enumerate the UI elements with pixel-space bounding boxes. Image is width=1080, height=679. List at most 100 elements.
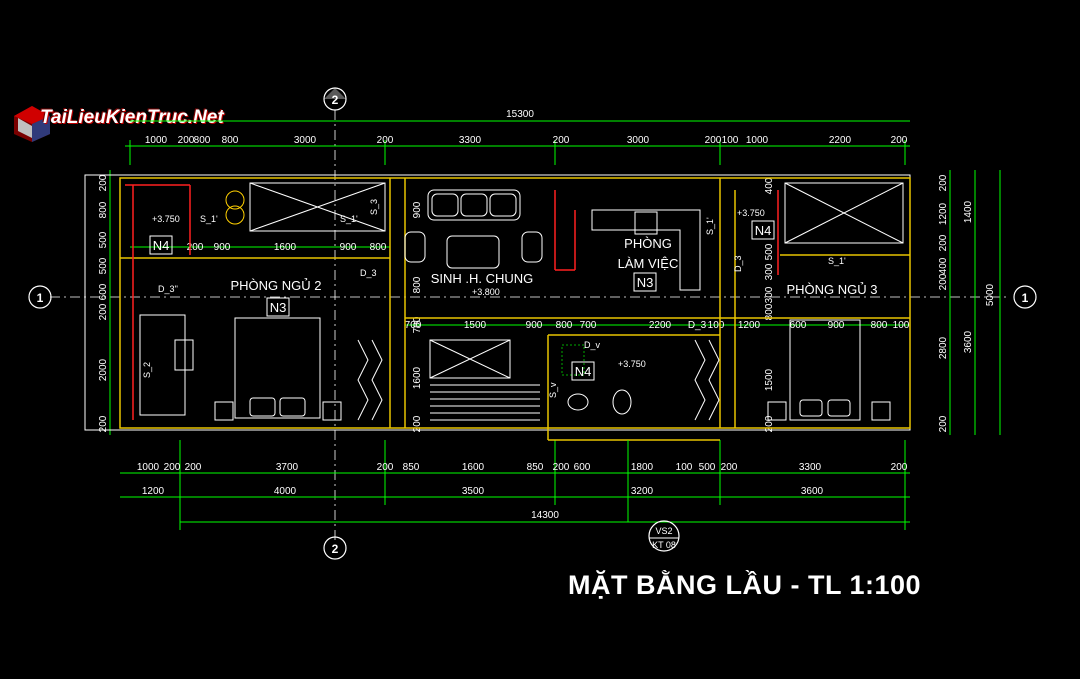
dim-bottom1-14: 3300 <box>799 462 822 473</box>
axis-marker-top: 2 <box>323 87 347 111</box>
dim-right2-1: 3600 <box>963 330 974 353</box>
opening-s3: S_3 <box>369 199 379 215</box>
dim-inner-mid-0: 700 <box>405 320 422 331</box>
dim-top-10: 100 <box>722 135 739 146</box>
dim-inner-top-3: 900 <box>340 242 357 253</box>
dim-inner-mid-10: 900 <box>828 320 845 331</box>
dim-inner-right-3: 300 <box>764 286 775 303</box>
axis-marker-bottom: 2 <box>323 536 347 560</box>
dim-left-2: 500 <box>98 231 109 248</box>
dim-inner-mid-7: 100 <box>708 320 725 331</box>
dim-inner-mid-6: D_3 <box>688 320 707 331</box>
dim-inner-left-3: 1600 <box>412 366 423 389</box>
tag-n4-left: N4 <box>153 238 170 253</box>
dim-inner-right-0: 400 <box>764 177 775 194</box>
level-living: +3.800 <box>472 287 500 297</box>
dim-top-0: 1000 <box>145 135 168 146</box>
dim-bottom2-2: 3500 <box>462 486 485 497</box>
dim-bottom2-1: 4000 <box>274 486 297 497</box>
dim-right2-0: 1400 <box>963 200 974 223</box>
axis-marker-left: 1 <box>28 285 52 309</box>
dim-top-3: 800 <box>222 135 239 146</box>
dim-overall-top: 15300 <box>506 109 534 120</box>
dim-inner-mid-2: 900 <box>526 320 543 331</box>
tag-n3-bedroom2: N3 <box>270 300 287 315</box>
opening-d3-a: D_3 <box>360 268 377 278</box>
dim-top-6: 3300 <box>459 135 482 146</box>
dim-bottom1-9: 600 <box>574 462 591 473</box>
dim-top-9: 200 <box>705 135 722 146</box>
axis-marker-right: 1 <box>1013 285 1037 309</box>
dim-bottom1-5: 850 <box>403 462 420 473</box>
dim-inner-mid-4: 700 <box>580 320 597 331</box>
dim-bottom2-3: 3200 <box>631 486 654 497</box>
dim-bottom1-8: 200 <box>553 462 570 473</box>
level-wc: +3.750 <box>618 359 646 369</box>
dim-left-1: 800 <box>98 201 109 218</box>
dim-right1-6: 200 <box>938 415 949 432</box>
dim-inner-top-4: 800 <box>370 242 387 253</box>
dim-inner-top-1: 900 <box>214 242 231 253</box>
dim-inner-mid-12: 100 <box>893 320 910 331</box>
dim-inner-right-1: 500 <box>764 243 775 260</box>
tag-n3-office: N3 <box>637 275 654 290</box>
dim-inner-right-5: 1500 <box>764 368 775 391</box>
dim-top-7: 200 <box>553 135 570 146</box>
dim-top-13: 200 <box>891 135 908 146</box>
level-right: +3.750 <box>737 208 765 218</box>
dim-bottom1-15: 200 <box>891 462 908 473</box>
room-label-bedroom3: PHÒNG NGỦ 3 <box>786 282 877 297</box>
dim-left-6: 2000 <box>98 358 109 381</box>
dim-inner-top-0: 200 <box>187 242 204 253</box>
dim-inner-mid-8: 1200 <box>738 320 761 331</box>
opening-dv: D_v <box>584 340 601 350</box>
dim-bottom1-0: 1000 <box>137 462 160 473</box>
dim-right1-3: 400 <box>938 257 949 274</box>
dim-inner-left-4: 200 <box>412 415 423 432</box>
room-tags: N3 N3 N4 N4 N4 <box>149 220 775 381</box>
opening-s2: S_2 <box>142 362 152 378</box>
opening-s1-c: S_1' <box>705 217 715 235</box>
level-left: +3.750 <box>152 214 180 224</box>
dim-inner-left-1: 800 <box>412 276 423 293</box>
dim-top-8: 3000 <box>627 135 650 146</box>
furniture <box>139 182 904 421</box>
dim-bottom1-3: 3700 <box>276 462 299 473</box>
opening-s1-d: S_1' <box>828 256 846 266</box>
dim-left-0: 200 <box>98 174 109 191</box>
drawing-title: MẶT BẰNG LẦU - TL 1:100 <box>568 570 922 600</box>
room-label-office-line2: LÀM VIỆC <box>618 256 679 271</box>
outer-walls <box>84 174 911 441</box>
dim-inner-right-2: 300 <box>764 263 775 280</box>
dim-top-4: 3000 <box>294 135 317 146</box>
dim-top-5: 200 <box>377 135 394 146</box>
dim-right1-4: 200 <box>938 273 949 290</box>
dim-inner-top-row: 200 900 1600 900 800 <box>187 242 387 253</box>
dim-inner-mid-1: 1500 <box>464 320 487 331</box>
dim-right-overall: 5000 <box>985 283 996 306</box>
opening-d3-c: D_3 <box>733 255 743 272</box>
dim-left-4: 600 <box>98 283 109 300</box>
dim-left-3: 500 <box>98 257 109 274</box>
dim-inner-right-4: 800 <box>764 303 775 320</box>
dim-bottom1-1: 200 <box>164 462 181 473</box>
dim-right1-2: 200 <box>938 234 949 251</box>
dim-inner-top-2: 1600 <box>274 242 297 253</box>
dim-right1-5: 2800 <box>938 336 949 359</box>
axis-label-left: 1 <box>37 291 44 305</box>
dim-inner-right-6: 200 <box>764 415 775 432</box>
opening-s1-b: S_1' <box>340 214 358 224</box>
cube-logo-icon <box>14 106 50 142</box>
dim-right1-1: 1200 <box>938 202 949 225</box>
dim-top-1: 200 <box>178 135 195 146</box>
axis-label-top: 2 <box>332 93 339 107</box>
dim-inner-mid-5: 2200 <box>649 320 672 331</box>
dim-bottom1-2: 200 <box>185 462 202 473</box>
room-label-office-line1: PHÒNG <box>624 236 672 251</box>
dim-bottom1-10: 1800 <box>631 462 654 473</box>
opening-sv: S_v <box>548 382 558 398</box>
